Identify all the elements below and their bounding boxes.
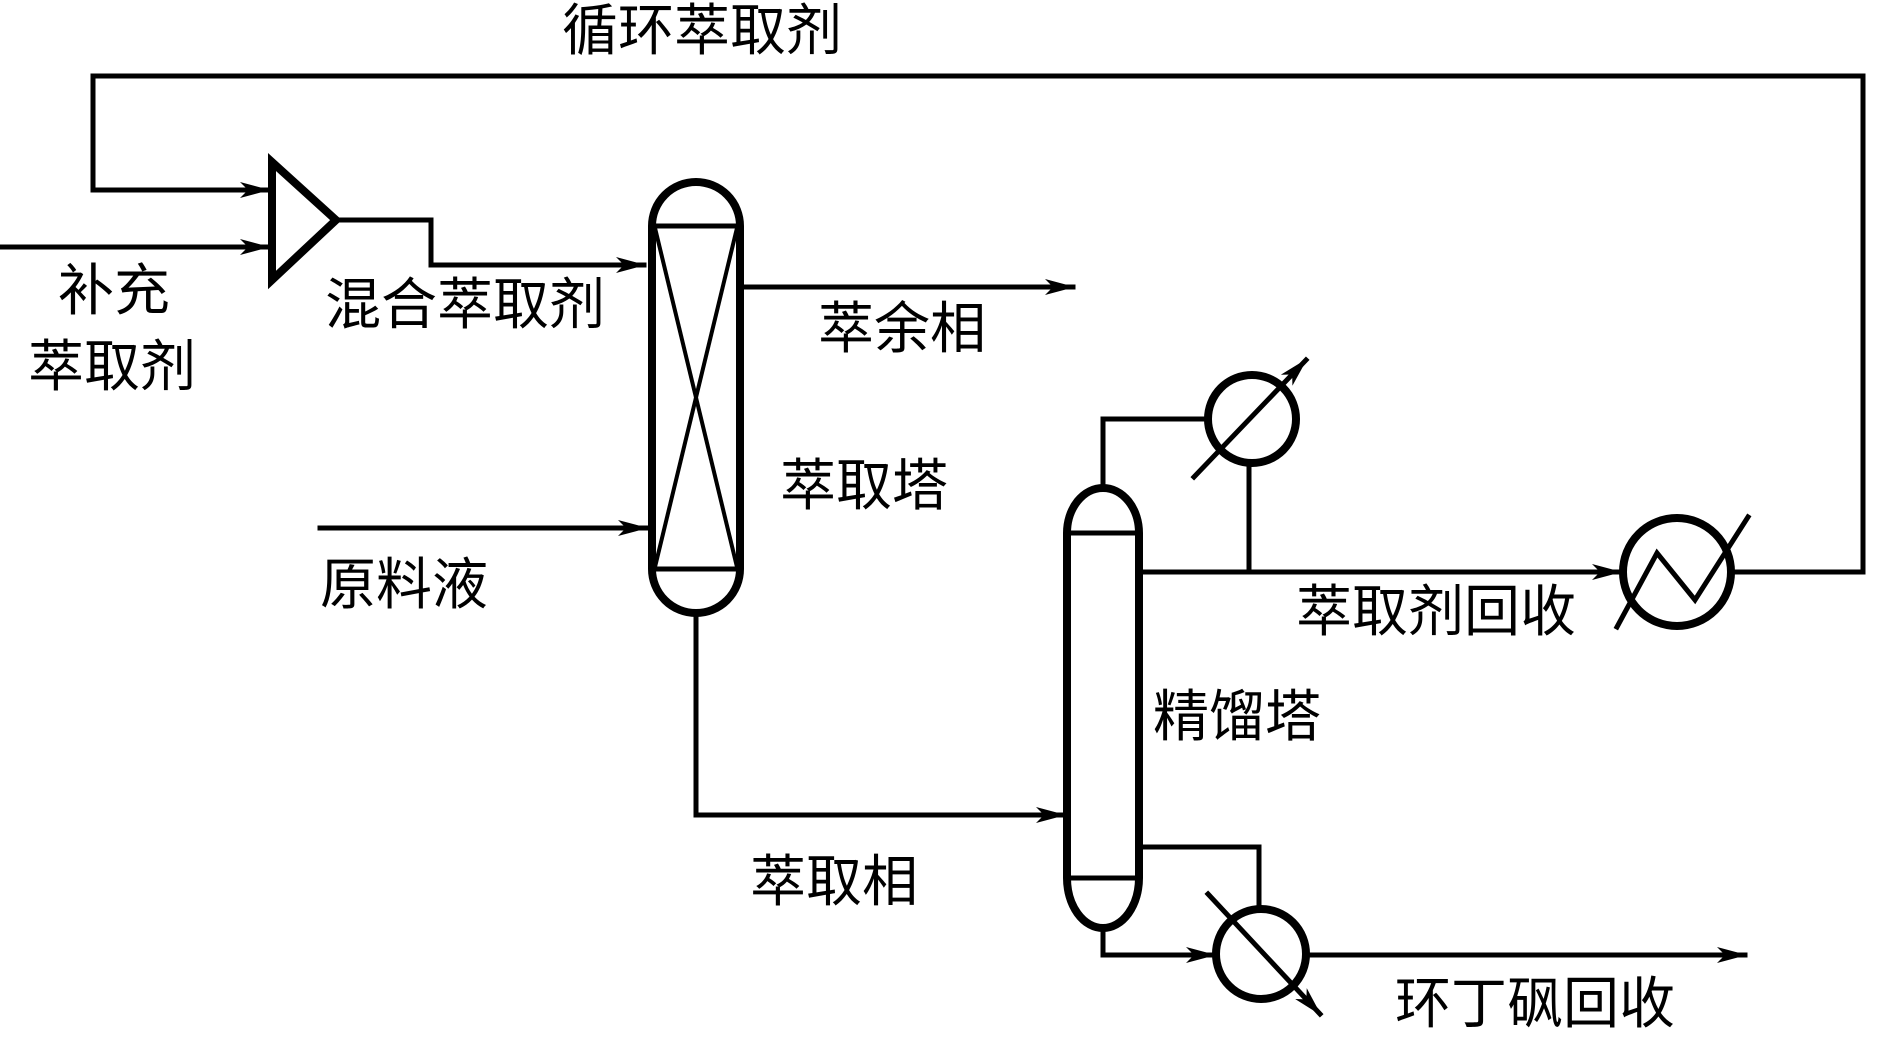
cooler-icon bbox=[1613, 513, 1752, 631]
bottoms-line bbox=[1100, 925, 1217, 963]
recycle-solvent-line bbox=[90, 73, 1866, 575]
mixer-icon bbox=[268, 152, 342, 290]
feed-label: 原料液 bbox=[320, 553, 488, 618]
makeup-solvent-label-line1: 补充 bbox=[58, 259, 170, 324]
reboiler-icon bbox=[1204, 890, 1324, 1018]
raffinate-label: 萃余相 bbox=[818, 297, 986, 362]
distillation-column-icon bbox=[1063, 484, 1143, 932]
extraction-column-label: 萃取塔 bbox=[780, 454, 948, 519]
sulfolane-recovery-label: 环丁砜回收 bbox=[1395, 972, 1675, 1037]
makeup-solvent-label-line2: 萃取剂 bbox=[28, 335, 196, 400]
mixed-solvent-label: 混合萃取剂 bbox=[325, 273, 605, 338]
recycle-solvent-label: 循环萃取剂 bbox=[562, 0, 842, 64]
reboiler-return-line bbox=[1138, 844, 1262, 912]
mixed-solvent-line bbox=[335, 217, 647, 273]
condenser-icon bbox=[1190, 356, 1310, 481]
extraction-column-icon bbox=[648, 178, 744, 617]
overhead-vapor-line bbox=[1100, 416, 1209, 491]
extract-phase-label: 萃取相 bbox=[750, 850, 918, 915]
distillation-column-label: 精馏塔 bbox=[1153, 685, 1321, 750]
extract-phase-line bbox=[693, 613, 1067, 823]
solvent-recovery-label: 萃取剂回收 bbox=[1296, 580, 1576, 645]
